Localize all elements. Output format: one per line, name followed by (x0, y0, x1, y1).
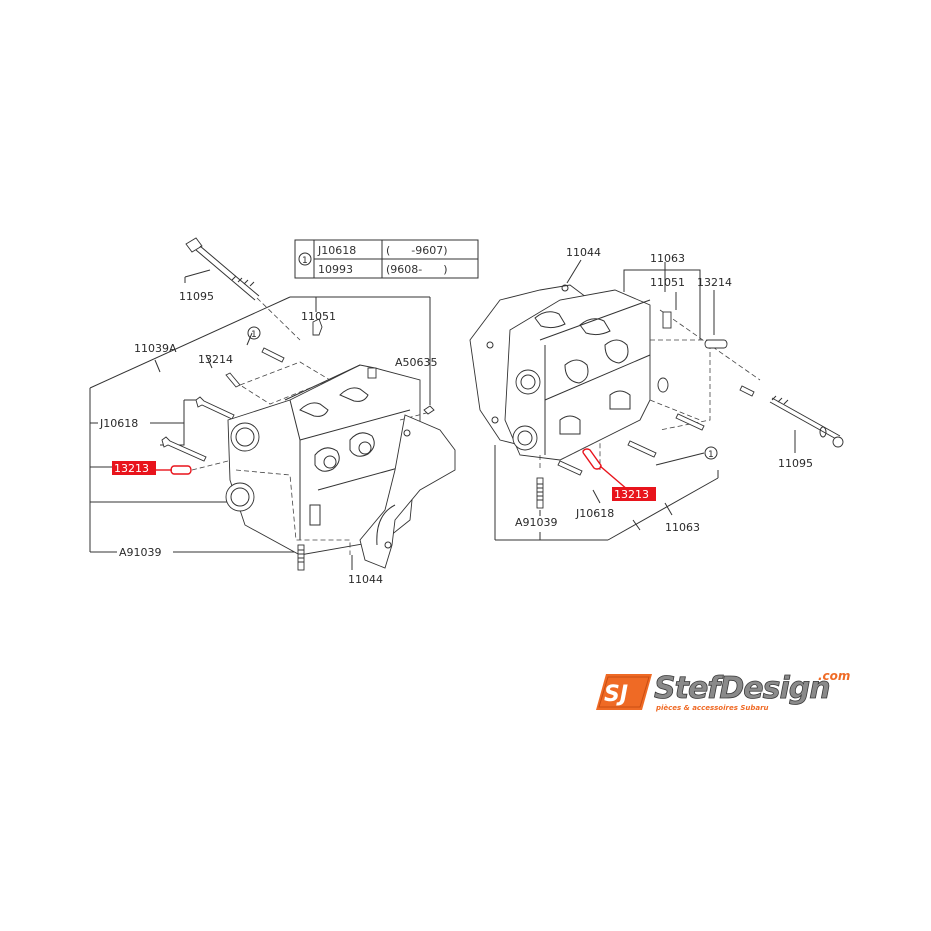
svg-text:A91039: A91039 (119, 546, 162, 559)
label-11044-right: 11044 (566, 246, 601, 259)
label-13214-left: 13214 (198, 353, 233, 366)
label-11051-left: 11051 (301, 310, 336, 323)
legend-table: 1 J10618 ( -9607) 10993 (9608- ) (294, 239, 479, 279)
svg-text:1: 1 (708, 450, 714, 460)
logo-domain: .com (818, 669, 850, 683)
label-11063-bottom: 11063 (665, 521, 700, 534)
right-cylinder-head-diagram: 1 11044 11063 11051 13214 11095 13213 J1… (469, 246, 844, 541)
highlight-13213-right[interactable] (612, 487, 656, 501)
stefdesign-logo[interactable]: SJ StefDesign .com pièces & accessoires … (596, 668, 858, 716)
legend-ref-symbol: 1 (302, 256, 308, 266)
bolt-11095-left (185, 237, 260, 301)
ref-circle-icon (298, 252, 312, 266)
highlight-13213-left[interactable] (112, 461, 156, 475)
label-11063-top: 11063 (650, 252, 685, 265)
stud-a91039-left (297, 544, 305, 571)
label-A50635: A50635 (395, 356, 438, 369)
label-11051-right: 11051 (650, 276, 685, 289)
legend-part-1: J10618 (317, 244, 356, 257)
stud-a91039-right (536, 477, 544, 540)
left-cylinder-head-diagram: 1 (89, 237, 456, 586)
label-J10618-right: J10618 (575, 507, 614, 520)
gasket-left (359, 414, 456, 569)
cylinder-head-left (225, 364, 421, 556)
bolt-11095-right (769, 395, 844, 448)
ref-circle-icon (247, 326, 261, 340)
legend-part-2: 10993 (318, 263, 353, 276)
label-11039A: 11039A (134, 342, 177, 355)
ref-circle-icon (704, 446, 718, 460)
legend-range-1: ( -9607) (386, 244, 448, 257)
legend-range-2: (9608- ) (386, 263, 448, 276)
label-13213-left[interactable]: 13213 (114, 462, 149, 475)
sj-badge-icon: SJ (596, 674, 652, 710)
label-13214-right: 13214 (697, 276, 732, 289)
label-A91039-right: A91039 (515, 516, 558, 529)
label-11044-left: 11044 (348, 573, 383, 586)
label-J10618-left: J10618 (99, 417, 138, 430)
svg-text:SJ: SJ (604, 682, 628, 707)
svg-text:1: 1 (251, 330, 257, 340)
cylinder-head-right (504, 289, 651, 461)
logo-brand: StefDesign (654, 671, 830, 706)
logo-tagline: pièces & accessoires Subaru (655, 704, 769, 712)
label-11095-right: 11095 (778, 457, 813, 470)
label-11095-left: 11095 (179, 290, 214, 303)
label-13213-right[interactable]: 13213 (614, 488, 649, 501)
